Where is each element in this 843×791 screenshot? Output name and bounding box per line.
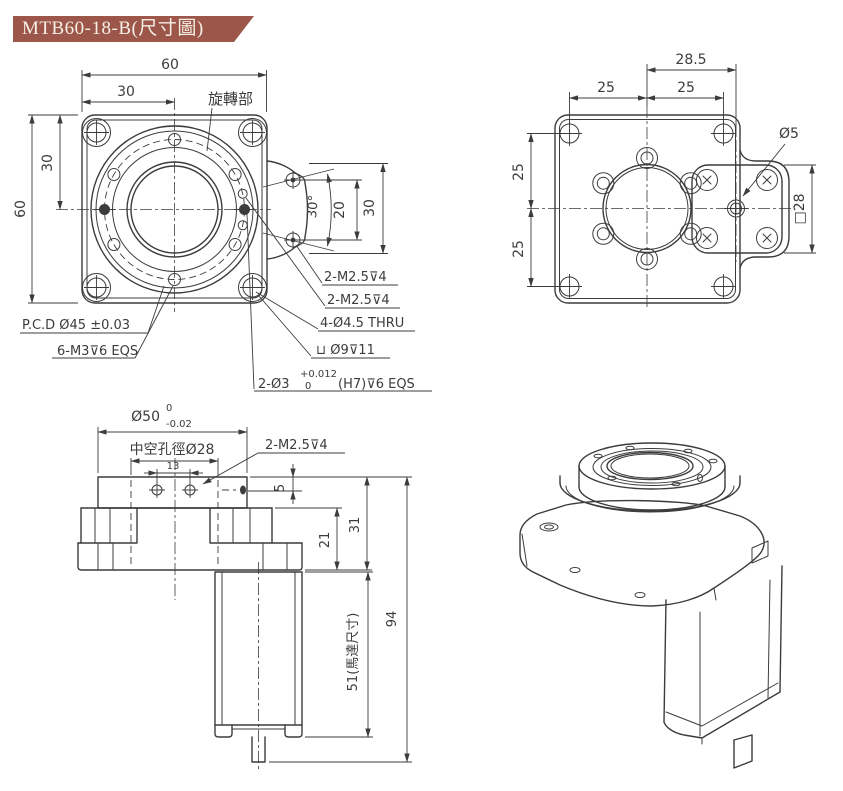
dim-dia50-tol-upper: 0 [166, 403, 172, 414]
isometric-view [519, 442, 783, 769]
front-side-tab [266, 160, 309, 260]
label-counterbore: ⊔ Ø9⊽11 [316, 343, 375, 358]
back-view: 28.5 25 25 25 25 Ø5 □28 [511, 52, 816, 308]
front-view: 60 30 60 30 30° 20 30 [13, 57, 432, 392]
back-motor-housing-outline [739, 149, 790, 269]
label-pin-prefix: 2-Ø3 [258, 377, 289, 392]
dim-width-60: 60 [161, 57, 179, 73]
back-plate-outline [554, 114, 741, 304]
dim-square-28: □28 [792, 193, 808, 224]
label-pin-tol-upper: +0.012 [300, 369, 337, 380]
dim-25-top-left: 25 [597, 80, 615, 96]
side-body [77, 507, 303, 571]
dim-25-left-lower: 25 [511, 240, 527, 258]
dim-21: 21 [318, 532, 333, 549]
dim-dia50-tol-lower: -0.02 [166, 419, 192, 430]
dim-angle-30: 30° [305, 195, 322, 219]
front-dimensions: 60 30 60 30 30° 20 30 [13, 57, 388, 304]
iso-top-flange [578, 442, 726, 511]
iso-flange [519, 499, 765, 607]
dim-tab-20: 20 [332, 201, 348, 219]
back-motor-screws [696, 169, 778, 249]
label-corner-holes: 4-Ø4.5 THRU [320, 316, 404, 331]
side-view: Ø50 0 -0.02 中空孔徑Ø28 13 2-M2.5⊽4 5 [77, 403, 412, 772]
label-pin-tol-lower: 0 [305, 381, 311, 392]
label-dia5: Ø5 [779, 126, 799, 142]
side-dimensions: Ø50 0 -0.02 中空孔徑Ø28 13 2-M2.5⊽4 5 [97, 403, 412, 763]
side-motor-shaft [251, 736, 266, 763]
label-side-m25: 2-M2.5⊽4 [265, 438, 328, 453]
dim-28-5: 28.5 [675, 52, 706, 68]
dim-height-60: 60 [13, 200, 29, 218]
side-centerlines [174, 458, 259, 772]
side-rotor-disc [97, 476, 248, 509]
dim-31: 31 [348, 517, 363, 534]
back-dimensions: 28.5 25 25 25 25 Ø5 □28 [511, 52, 816, 287]
title-banner: MTB60-18-B(尺寸圖) [13, 16, 254, 42]
front-corner-holes [82, 118, 267, 302]
label-rotating-part: 旋轉部 [208, 90, 253, 108]
dim-height-30: 30 [40, 154, 56, 172]
iso-bearing-ring [559, 475, 741, 513]
dim-25-left-upper: 25 [511, 163, 527, 181]
iso-motor [663, 565, 783, 769]
dim-width-30: 30 [117, 84, 135, 100]
front-left-labels: P.C.D Ø45 ±0.03 6-M3⊽6 EQS [20, 285, 174, 359]
back-corner-holes [557, 121, 736, 299]
side-bore-hidden-lines [130, 480, 219, 568]
dim-dia50: Ø50 [131, 409, 160, 425]
dim-94: 94 [385, 611, 400, 628]
back-motor-plate [691, 164, 783, 254]
dim-25-top-right: 25 [677, 80, 695, 96]
front-leader-labels: 2-M2.5⊽4 2-M2.5⊽4 4-Ø4.5 THRU ⊔ Ø9⊽11 2-… [245, 197, 432, 392]
leader-rotating-part [206, 107, 213, 152]
dim-5: 5 [273, 484, 288, 492]
dim-13: 13 [167, 461, 180, 472]
iso-shaft [733, 734, 753, 769]
dim-tab-30: 30 [362, 199, 378, 217]
dim-51-motor: 51(馬達尺寸) [346, 613, 361, 692]
front-dowel-pins [94, 204, 255, 215]
page-title: MTB60-18-B(尺寸圖) [22, 18, 204, 39]
back-plate-inner-contour [559, 119, 736, 299]
label-pin-suffix: (H7)⊽6 EQS [338, 377, 415, 392]
label-thread-circle: 6-M3⊽6 EQS [57, 344, 138, 359]
label-tab-holes: 2-M2.5⊽4 [324, 270, 387, 285]
side-motor [214, 571, 303, 763]
front-m3-holes [107, 133, 242, 286]
back-centerlines [527, 106, 793, 308]
side-top-holes [149, 482, 246, 498]
iso-side-slot [751, 540, 769, 564]
label-hollow-bore: 中空孔徑Ø28 [130, 442, 215, 458]
label-pcd: P.C.D Ø45 ±0.03 [22, 318, 130, 333]
label-face-holes: 2-M2.5⊽4 [327, 293, 390, 308]
